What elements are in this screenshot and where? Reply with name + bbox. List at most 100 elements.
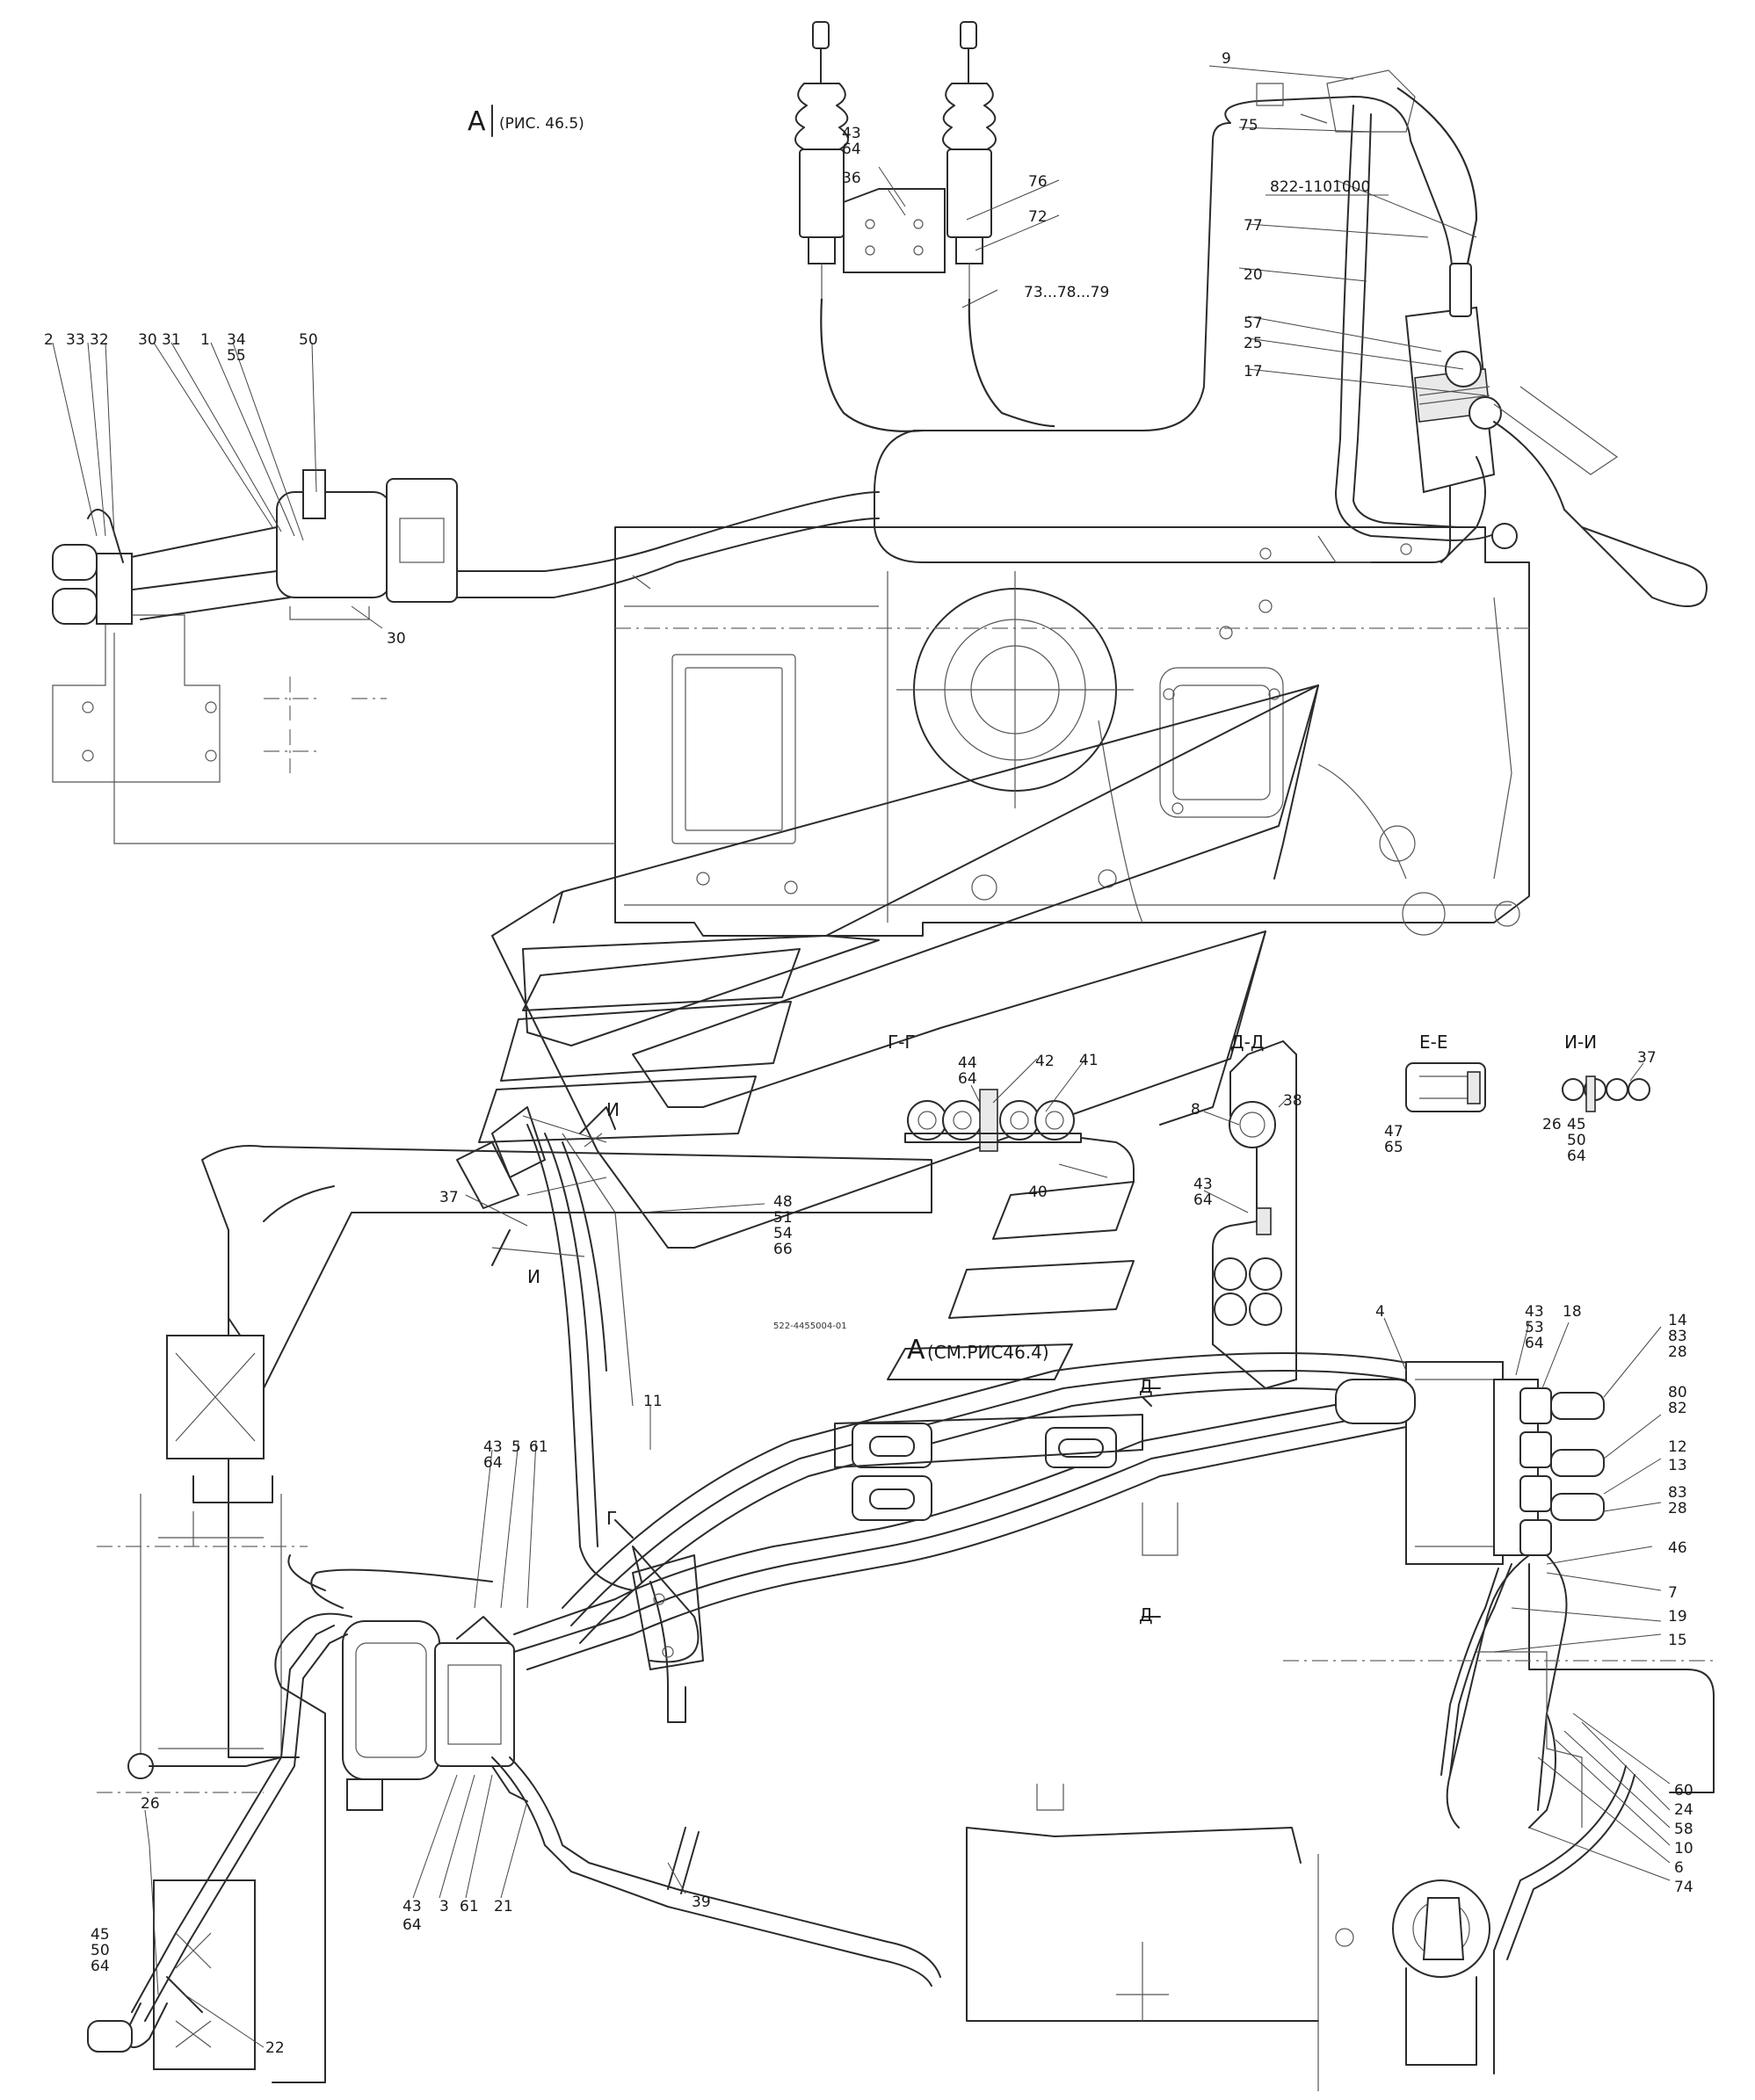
label-47: 47: [1384, 1123, 1403, 1141]
label-33: 33: [66, 331, 85, 349]
label-21: 21: [494, 1898, 513, 1915]
right-valve-manifold: [1335, 1361, 1635, 2075]
label-10: 10: [1674, 1840, 1693, 1857]
label-83-b: 83: [1668, 1484, 1687, 1502]
label-80: 80: [1668, 1384, 1687, 1401]
label-45-ii: 45: [1567, 1116, 1586, 1133]
label-17: 17: [1244, 363, 1263, 380]
label-36: 36: [842, 170, 861, 187]
label-38: 38: [1283, 1092, 1302, 1110]
label-66: 66: [773, 1241, 793, 1258]
label-37-left: 37: [439, 1189, 459, 1206]
label-26-bottom: 26: [141, 1795, 160, 1813]
transmission-housing: [614, 526, 1530, 937]
label-64-dd: 64: [1193, 1191, 1213, 1209]
section-mark-g: Г: [606, 1508, 617, 1529]
label-13: 13: [1668, 1457, 1687, 1474]
cutaway-pipe-bundle: [456, 1106, 634, 1591]
label-11: 11: [643, 1393, 663, 1410]
view-titles: А (РИС. 46.5) А (СМ.РИС46.4) 822-1101000…: [468, 105, 1597, 1626]
label-74: 74: [1674, 1879, 1693, 1896]
section-mark-i-upper: И: [606, 1099, 620, 1120]
label-50-top: 50: [299, 331, 318, 349]
label-60: 60: [1674, 1782, 1693, 1799]
label-51: 51: [773, 1209, 793, 1227]
label-6: 6: [1674, 1859, 1684, 1877]
label-82: 82: [1668, 1400, 1687, 1417]
label-64-bottom: 64: [402, 1916, 422, 1934]
label-19: 19: [1668, 1608, 1687, 1626]
section-mark-i-lower: И: [527, 1266, 540, 1287]
lower-center-pump: [342, 1616, 528, 1811]
label-26-ii: 26: [1542, 1116, 1562, 1133]
pipe-clamps: [632, 1414, 1143, 1670]
right-lower-housing: [966, 1503, 1715, 2091]
leader-lines: [52, 65, 1671, 2048]
assembly-code-small: 522-4455004-01: [773, 1322, 847, 1331]
label-72: 72: [1028, 208, 1048, 226]
label-76: 76: [1028, 173, 1048, 191]
label-25: 25: [1244, 335, 1263, 352]
label-64-bottom-left: 64: [91, 1958, 110, 1975]
section-ee-view: [1405, 1062, 1486, 1112]
label-24: 24: [1674, 1801, 1693, 1819]
view-a-ref: (РИС. 46.5): [499, 115, 584, 133]
lower-left-frame: [97, 1145, 932, 2083]
label-65: 65: [1384, 1139, 1403, 1156]
section-ii-title: И-И: [1564, 1032, 1597, 1053]
label-61-bottom: 61: [460, 1898, 479, 1915]
label-57: 57: [1244, 315, 1263, 332]
label-55: 55: [227, 347, 246, 365]
label-43-left: 43: [483, 1438, 503, 1456]
label-32: 32: [90, 331, 109, 349]
label-45-bottom: 45: [91, 1926, 110, 1944]
view-a-lower-ref: (СМ.РИС46.4): [927, 1342, 1049, 1363]
label-4: 4: [1375, 1303, 1385, 1321]
upper-left-pump: [52, 469, 880, 625]
label-5: 5: [511, 1438, 521, 1456]
label-43-bottom: 43: [402, 1898, 422, 1915]
label-54: 54: [773, 1225, 793, 1242]
section-ee-title: Е-Е: [1419, 1032, 1448, 1053]
part-number-labels: 9 75 77 20 57 25 17 43 64 36 76 72 73...…: [44, 50, 1693, 2057]
label-43-dd: 43: [1193, 1176, 1213, 1193]
lower-left-coupling: [87, 1753, 282, 2053]
section-markers: [491, 1106, 1161, 1618]
label-58: 58: [1674, 1821, 1693, 1838]
hatched-panel-shapes: [478, 684, 1319, 1380]
label-30-top: 30: [138, 331, 157, 349]
assembly-code: 822-1101000: [1270, 178, 1370, 196]
label-18: 18: [1563, 1303, 1582, 1321]
label-1: 1: [200, 331, 210, 349]
label-41: 41: [1079, 1052, 1099, 1069]
label-31: 31: [162, 331, 181, 349]
label-30-bottom: 30: [387, 630, 406, 648]
label-28-b: 28: [1668, 1500, 1687, 1517]
label-64-ii: 64: [1567, 1148, 1586, 1165]
label-73-79: 73...78...79: [1024, 284, 1109, 301]
valve-block-upper: [1404, 263, 1708, 607]
label-15: 15: [1668, 1632, 1687, 1649]
label-75: 75: [1239, 117, 1258, 134]
label-7: 7: [1668, 1584, 1678, 1602]
view-a-lower-letter: А: [907, 1335, 925, 1365]
label-37-ii: 37: [1637, 1049, 1657, 1067]
section-gg-title: Г-Г: [888, 1032, 916, 1053]
label-50-ii: 50: [1567, 1132, 1586, 1149]
section-mark-d-lower: Д: [1139, 1604, 1153, 1626]
label-12: 12: [1668, 1438, 1687, 1456]
view-a-letter: А: [468, 106, 486, 137]
label-43-mf: 43: [1525, 1303, 1544, 1321]
label-50-bottom: 50: [91, 1942, 110, 1959]
label-64-mf: 64: [1525, 1335, 1544, 1352]
label-46: 46: [1668, 1539, 1687, 1557]
label-20: 20: [1244, 266, 1263, 284]
label-44: 44: [958, 1054, 977, 1072]
control-levers: [794, 21, 1055, 432]
section-dd-view: [1212, 1039, 1297, 1390]
section-mark-d-upper: Д: [1139, 1376, 1153, 1397]
label-34: 34: [227, 331, 246, 349]
label-64-gg: 64: [958, 1070, 977, 1088]
